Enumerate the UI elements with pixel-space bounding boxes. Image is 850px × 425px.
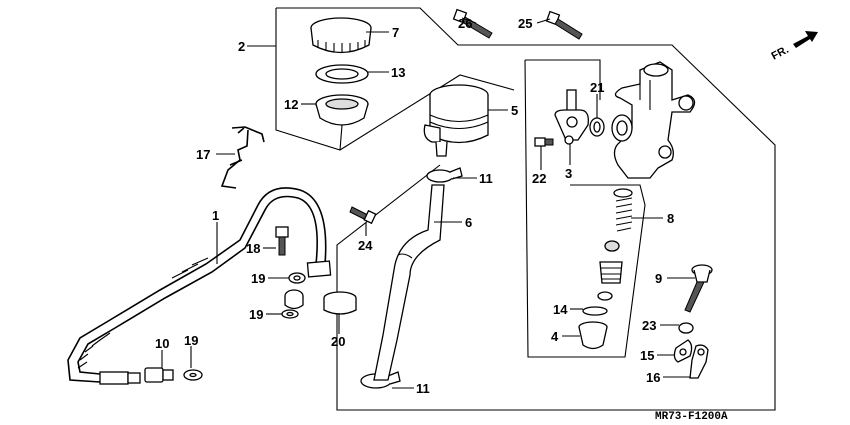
callout-7: 7 bbox=[392, 25, 399, 40]
reservoir-hose bbox=[373, 184, 445, 381]
reservoir-body bbox=[423, 84, 489, 157]
callout-21: 21 bbox=[590, 80, 604, 95]
callout-24: 24 bbox=[358, 238, 373, 253]
reservoir-joint bbox=[554, 89, 589, 145]
piston-set bbox=[597, 188, 633, 301]
front-label: FR. bbox=[770, 44, 791, 63]
sealing-washer-19b bbox=[281, 309, 299, 319]
joint-16 bbox=[689, 344, 709, 379]
callout-4: 4 bbox=[551, 329, 559, 344]
callout-19b: 19 bbox=[249, 307, 263, 322]
callout-14: 14 bbox=[553, 302, 568, 317]
lock-nut-23 bbox=[678, 322, 694, 334]
callout-3: 3 bbox=[565, 166, 572, 181]
callout-11a: 11 bbox=[479, 171, 493, 186]
hose-clamp-20 bbox=[323, 291, 357, 315]
sealing-washer-19c bbox=[183, 369, 203, 381]
bolt-24 bbox=[349, 206, 377, 225]
front-direction-arrow: FR. bbox=[770, 31, 818, 63]
callout-9: 9 bbox=[655, 271, 662, 286]
callout-2: 2 bbox=[238, 39, 245, 54]
banjo-bolt-10 bbox=[144, 367, 174, 383]
reservoir-diaphragm bbox=[315, 94, 369, 126]
reservoir-cap bbox=[310, 17, 372, 54]
bolt-25 bbox=[545, 10, 583, 40]
callout-25: 25 bbox=[518, 16, 532, 31]
callout-labels: 1 2 3 4 5 6 7 8 9 10 11 11 12 13 14 15 1… bbox=[155, 16, 674, 396]
callout-5: 5 bbox=[511, 103, 518, 118]
callout-23: 23 bbox=[642, 318, 656, 333]
push-rod-joint bbox=[673, 339, 693, 363]
joint-nut bbox=[284, 289, 304, 310]
callout-8: 8 bbox=[667, 211, 674, 226]
callout-16: 16 bbox=[646, 370, 660, 385]
hose-bracket bbox=[220, 126, 265, 189]
bolt-26 bbox=[452, 8, 493, 39]
leader-lines bbox=[161, 17, 695, 389]
callout-1: 1 bbox=[212, 208, 219, 223]
callout-13: 13 bbox=[391, 65, 405, 80]
push-rod-boot bbox=[578, 321, 608, 350]
callout-18: 18 bbox=[246, 241, 260, 256]
o-ring-21 bbox=[589, 117, 605, 137]
callout-19a: 19 bbox=[251, 271, 265, 286]
sealing-washer-19a bbox=[288, 272, 306, 284]
callout-20: 20 bbox=[331, 334, 345, 349]
push-rod bbox=[684, 264, 713, 313]
callout-26: 26 bbox=[458, 16, 472, 31]
hose-clip-upper bbox=[426, 167, 463, 183]
callout-6: 6 bbox=[465, 215, 472, 230]
callout-10: 10 bbox=[155, 336, 169, 351]
bolt-22 bbox=[534, 137, 554, 147]
callout-17: 17 bbox=[196, 147, 210, 162]
callout-11b: 11 bbox=[416, 381, 430, 396]
callout-12: 12 bbox=[284, 97, 298, 112]
banjo-bolt-18 bbox=[275, 226, 289, 256]
callout-19c: 19 bbox=[184, 333, 198, 348]
brake-hose bbox=[67, 187, 332, 385]
callout-15: 15 bbox=[640, 348, 654, 363]
master-cylinder-body bbox=[611, 61, 696, 179]
reservoir-plate bbox=[315, 64, 369, 84]
diagram-code: MR73-F1200A bbox=[655, 411, 728, 423]
circlip-14 bbox=[582, 306, 608, 316]
callout-22: 22 bbox=[532, 171, 546, 186]
